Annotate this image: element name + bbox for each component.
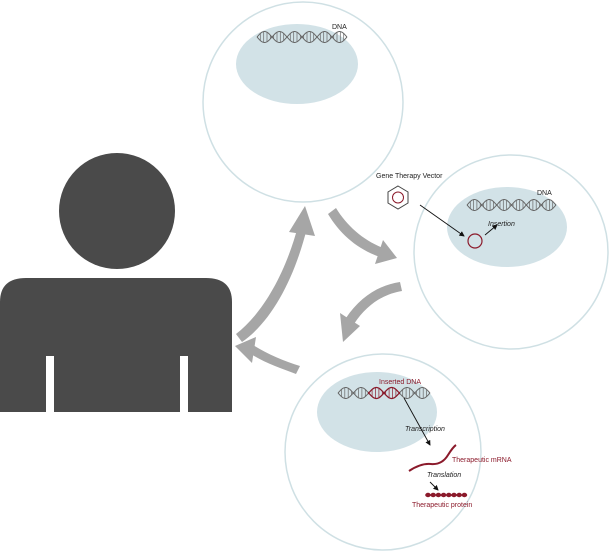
therapeutic-mrna	[408, 444, 457, 472]
vector-insertion-circle	[467, 233, 483, 249]
insertion-arrow	[484, 224, 498, 236]
translation-arrow	[429, 481, 439, 491]
therapeutic-mrna-label: Therapeutic mRNA	[452, 457, 512, 464]
cell-right: DNA Insertion	[413, 154, 609, 350]
cell-top: DNA	[202, 1, 404, 203]
person-silhouette-icon	[0, 153, 232, 412]
hexagon-vector-icon	[387, 185, 409, 210]
transcription-arrow	[403, 397, 431, 446]
arrow-person-to-top-cell	[236, 206, 315, 342]
cycle-arrows	[235, 206, 402, 374]
insertion-label: Insertion	[488, 221, 515, 228]
protein-chain-icon	[425, 492, 468, 498]
vector-label: Gene Therapy Vector	[376, 173, 443, 180]
dna-helix-icon	[256, 31, 348, 43]
cell-bottom: Inserted DNA Transcription Therapeutic m…	[284, 353, 512, 551]
dna-helix-icon	[337, 386, 431, 400]
nucleus-top	[236, 24, 358, 104]
therapeutic-protein-label: Therapeutic protein	[412, 502, 472, 509]
arrow-bottom-to-person	[235, 337, 300, 374]
translation-label: Translation	[427, 472, 461, 479]
arrow-top-to-right-cell	[328, 208, 397, 264]
vector-arrow	[419, 204, 465, 237]
dna-label-right: DNA	[537, 190, 552, 197]
dna-label-top: DNA	[332, 24, 347, 31]
inserted-dna-label: Inserted DNA	[379, 379, 421, 386]
dna-helix-icon	[466, 199, 557, 211]
nucleus-bottom	[317, 372, 437, 452]
transcription-label: Transcription	[405, 426, 445, 433]
arrow-right-to-bottom-cell	[340, 282, 402, 342]
